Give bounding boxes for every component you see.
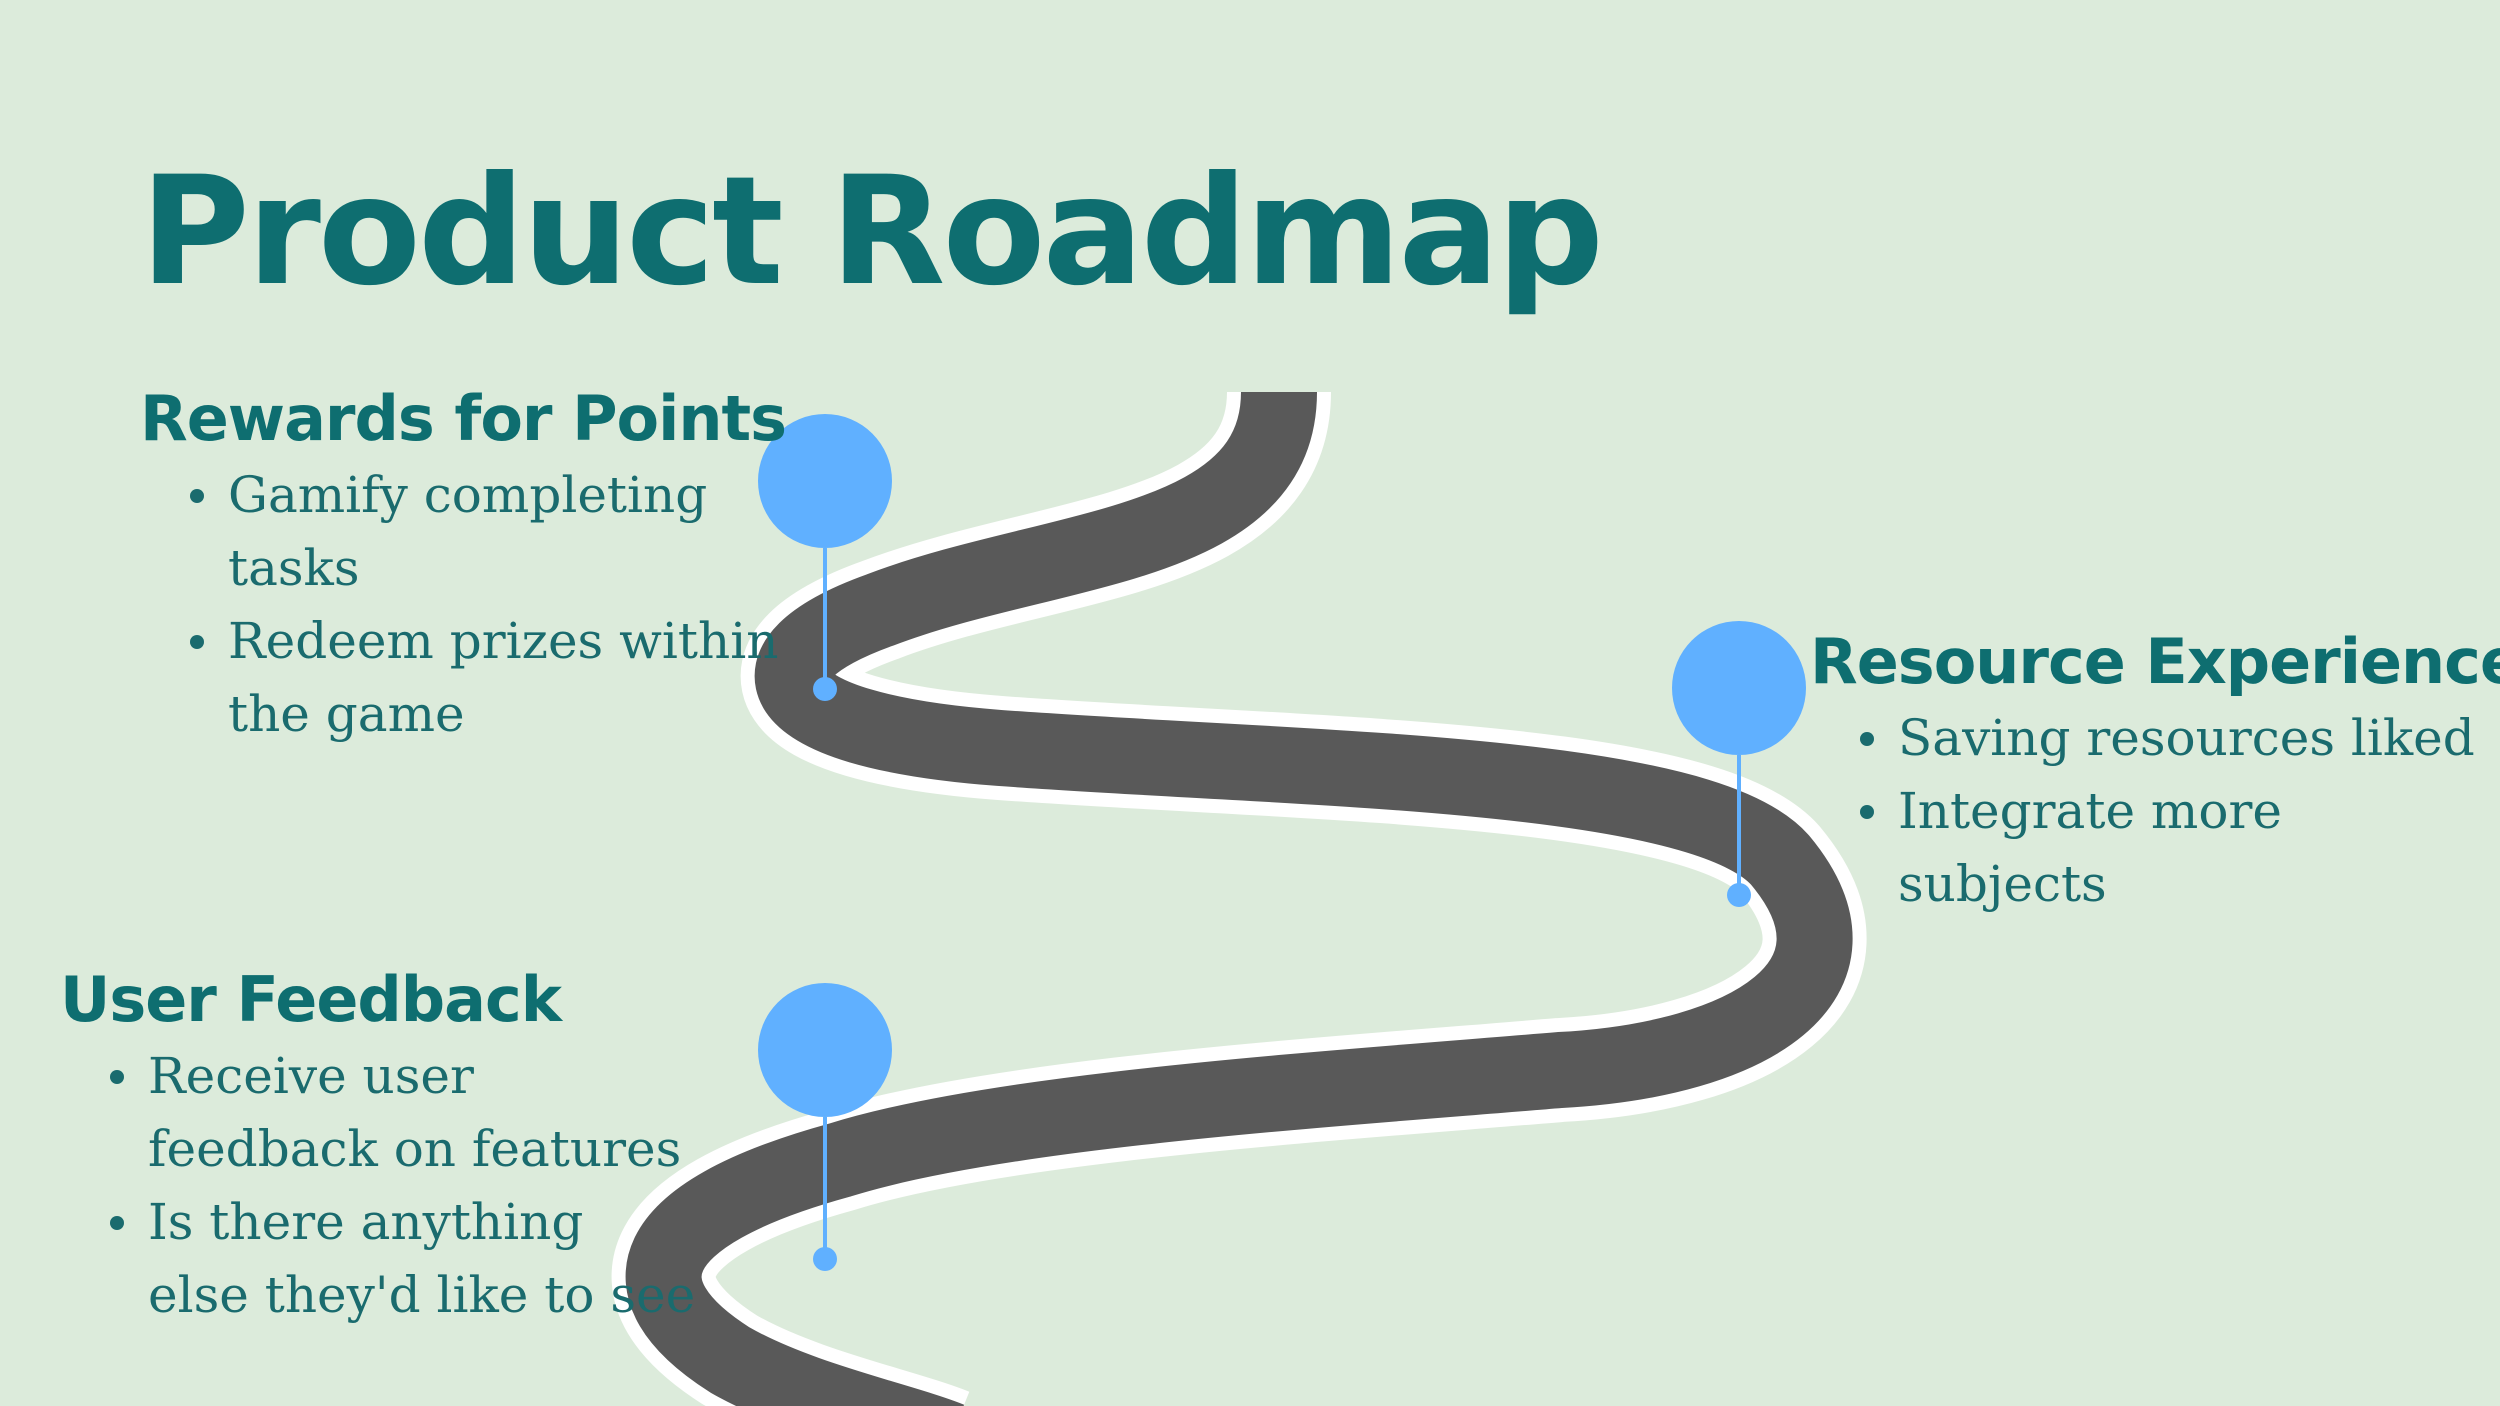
page-title: Product Roadmap [140,145,1604,319]
list-item: Gamify completing tasks [140,459,780,605]
list-item-text: Saving resources liked [1898,709,2475,768]
map-pin-icon [1672,621,1806,907]
bullet-icon [190,635,204,650]
map-pin-icon [758,983,892,1271]
list-item: Integrate more subjects [1810,775,2490,921]
list-item-text: Gamify completing tasks [228,466,708,598]
milestone-feedback: User Feedback Receive user feedback on f… [60,963,700,1332]
milestone-heading: User Feedback [60,963,562,1036]
road-surface [625,390,1853,1406]
milestone-heading: Resource Experience [1810,625,2500,698]
bullet-icon [1860,732,1874,747]
bullet-icon [110,1216,124,1231]
map-pin-icon [758,414,892,701]
milestone-bullet-list: Saving resources liked Integrate more su… [1810,702,2490,921]
bullet-icon [190,489,204,504]
list-item-text: Receive user feedback on features [148,1047,682,1179]
list-item-text: Redeem prizes within the game [228,612,779,744]
list-item: Receive user feedback on features [60,1040,700,1186]
list-item: Is there anything else they'd like to se… [60,1186,700,1332]
list-item-text: Integrate more subjects [1898,782,2282,914]
milestone-resource: Resource Experience Saving resources lik… [1810,625,2500,921]
milestone-bullet-list: Receive user feedback on features Is the… [60,1040,700,1332]
milestone-bullet-list: Gamify completing tasks Redeem prizes wi… [140,459,780,751]
list-item: Saving resources liked [1810,702,2490,775]
bullet-icon [110,1070,124,1085]
list-item: Redeem prizes within the game [140,605,780,751]
bullet-icon [1860,805,1874,820]
milestone-rewards: Rewards for Points Gamify completing tas… [140,382,787,751]
list-item-text: Is there anything else they'd like to se… [148,1193,696,1325]
milestone-heading: Rewards for Points [140,382,787,455]
